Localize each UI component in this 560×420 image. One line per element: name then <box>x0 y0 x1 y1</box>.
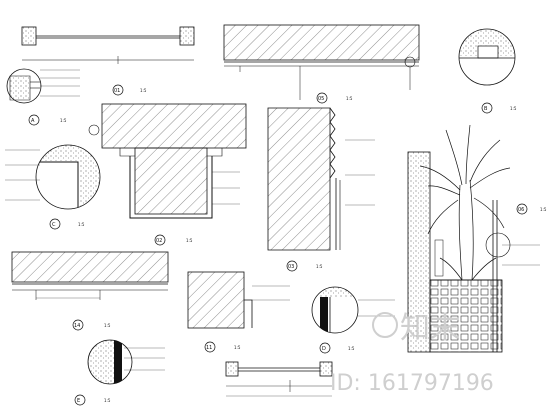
detail-c-tag: C <box>52 222 56 228</box>
watermark-id: ID: 161797196 <box>330 371 494 396</box>
detail-14-scale: 1:5 <box>104 323 111 328</box>
detail-a: A 1:5 <box>6 68 80 126</box>
detail-02-scale: 1:5 <box>186 238 193 243</box>
detail-e-scale: 1:5 <box>104 398 111 403</box>
detail-01: 01 1:5 <box>21 26 195 96</box>
watermark-brand: 知末 <box>400 311 460 346</box>
detail-b-scale: 1:5 <box>510 106 517 111</box>
detail-d-scale: 1:5 <box>348 346 355 351</box>
detail-06-scale: 1:5 <box>540 207 547 212</box>
detail-11-scale: 1:5 <box>234 345 241 350</box>
detail-03-scale: 1:5 <box>316 264 323 269</box>
detail-14-tag: 14 <box>74 323 80 329</box>
detail-c: C 1:5 <box>5 144 101 230</box>
detail-03-tag: 03 <box>288 264 294 270</box>
detail-02: 02 1:5 <box>88 103 247 246</box>
detail-05-tag: 05 <box>318 96 324 102</box>
detail-14: 14 1:5 <box>11 251 169 331</box>
detail-02-tag: 02 <box>156 238 162 244</box>
detail-03: 03 1:5 <box>267 107 375 272</box>
detail-11: 11 1:5 <box>187 271 290 353</box>
detail-06-tag: 06 <box>518 207 524 213</box>
detail-01-scale: 1:5 <box>140 88 147 93</box>
detail-d: D 1:5 <box>311 286 395 354</box>
detail-b-tag: B <box>484 106 488 112</box>
detail-11-tag: 11 <box>206 345 212 351</box>
detail-a-tag: A <box>31 118 35 124</box>
detail-b: B 1:5 <box>458 28 517 114</box>
detail-d-tag: D <box>322 346 326 352</box>
plant-illustration <box>419 124 511 281</box>
detail-05-scale: 1:5 <box>346 96 353 101</box>
detail-a-scale: 1:5 <box>60 118 67 123</box>
detail-e: E 1:5 <box>74 339 165 406</box>
detail-c-scale: 1:5 <box>78 222 85 227</box>
detail-05: 05 1:5 <box>223 24 420 104</box>
watermark: 知末 ID: 161797196 <box>330 311 494 396</box>
detail-15 <box>225 361 333 397</box>
detail-06: 06 1:5 <box>407 124 547 353</box>
detail-01-tag: 01 <box>114 88 120 94</box>
detail-e-tag: E <box>77 398 80 404</box>
